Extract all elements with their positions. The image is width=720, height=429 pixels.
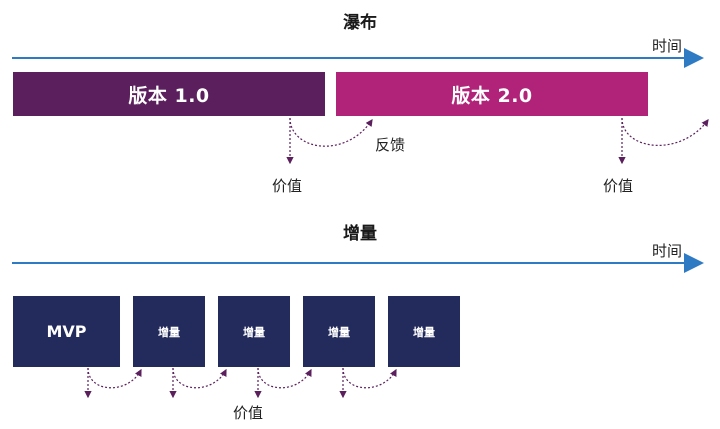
incremental-arrows [84,367,397,399]
waterfall-axis-label: 时间 [652,37,683,55]
feedback-curve [289,117,373,147]
increment-curve-2 [172,367,227,389]
increment-label-1: 增量 [158,325,180,339]
value-label-1: 价值 [272,177,303,195]
feedback-label: 反馈 [375,136,406,154]
increment-block-2: 增量 [218,296,290,367]
increment-block-1: 增量 [133,296,205,367]
increment-curve-1 [87,367,142,389]
mvp-label: MVP [46,322,87,341]
release-1-bar: 版本 1.0 [13,72,325,116]
incremental-value-label: 价值 [233,404,264,422]
increment-curve-3 [257,367,312,389]
release-2-bar: 版本 2.0 [336,72,648,116]
increment-curve-4 [342,367,397,389]
mvp-block: MVP [13,296,120,367]
release-1-label: 版本 1.0 [128,84,210,107]
feedback-curve-2 [621,117,709,146]
incremental-axis-label: 时间 [652,242,683,260]
incremental-title: 增量 [343,224,377,244]
waterfall-title: 瀑布 [343,13,377,33]
release-2-label: 版本 2.0 [451,84,533,107]
value-label-2: 价值 [603,177,634,195]
increment-block-4: 增量 [388,296,460,367]
increment-label-4: 增量 [413,325,435,339]
increment-block-3: 增量 [303,296,375,367]
increment-label-2: 增量 [243,325,265,339]
increment-label-3: 增量 [328,325,350,339]
